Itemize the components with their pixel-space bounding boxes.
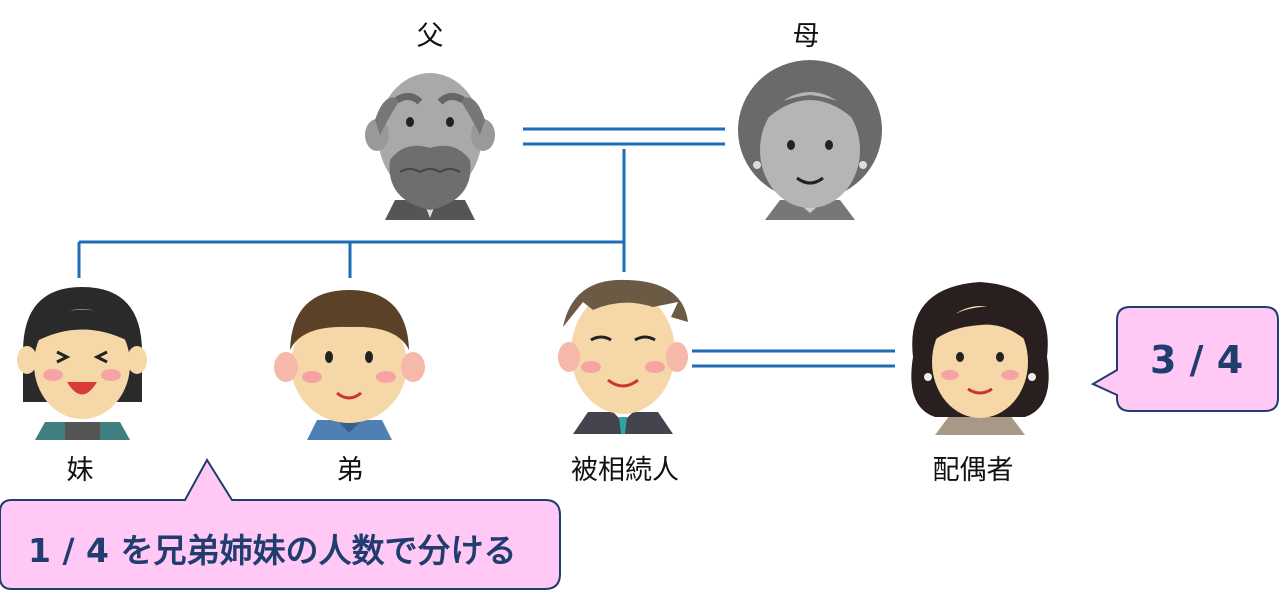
mother-label: 母 xyxy=(792,21,820,52)
decedent-avatar xyxy=(553,272,693,434)
sister-avatar xyxy=(15,282,150,440)
brother-label: 弟 xyxy=(336,455,364,486)
spouse-avatar xyxy=(905,277,1055,435)
spouse-label: 配偶者 xyxy=(932,455,1014,486)
spouse-share-callout xyxy=(1090,306,1279,412)
mother-avatar xyxy=(735,55,885,220)
siblings-share-text: 1 / 4 を兄弟姉妹の人数で分ける xyxy=(28,531,517,570)
siblings-share-callout xyxy=(0,458,561,590)
father-label: 父 xyxy=(416,21,444,52)
sister-label: 妹 xyxy=(66,455,94,486)
spouse-share-text: 3 / 4 xyxy=(1150,338,1244,382)
father-avatar xyxy=(355,60,505,220)
brother-avatar xyxy=(272,285,427,440)
decedent-label: 被相続人 xyxy=(571,455,679,486)
